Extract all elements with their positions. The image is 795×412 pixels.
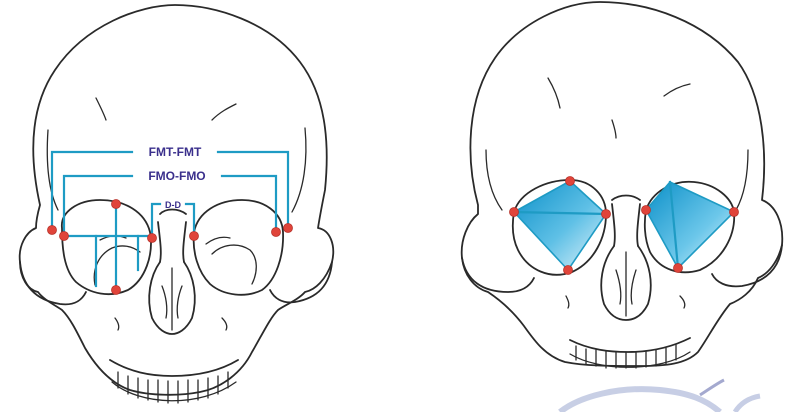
- left-skull-orbit-right-fissure: [206, 237, 230, 244]
- left-skull-infraorbital-right: [222, 318, 227, 330]
- right-skull-maxilla: [570, 338, 690, 352]
- left-skull-maxilla: [110, 360, 238, 376]
- landmark-point: [60, 232, 69, 241]
- landmark-point: [48, 226, 57, 235]
- left-skull-nasal-bones: [158, 210, 186, 263]
- landmark-point: [272, 228, 281, 237]
- landmark-point: [510, 208, 519, 217]
- orbit-height-width-lines: [62, 204, 150, 290]
- left-skull-nasal-concha-r: [177, 286, 182, 318]
- right-skull-forehead-mark-right: [664, 84, 690, 96]
- left-skull-infraorbital-left: [115, 318, 119, 330]
- landmark-point: [566, 177, 575, 186]
- right-skull-forehead-mark-left: [548, 78, 560, 108]
- label-fmt-fmt: FMT-FMT: [149, 145, 202, 159]
- landmark-point: [602, 210, 611, 219]
- right-skull-nasal-concha-r: [631, 270, 636, 304]
- left-skull-forehead-mark-left: [96, 98, 106, 120]
- watermark-fragment: [560, 380, 760, 412]
- right-skull-temporal-line-right: [736, 150, 748, 210]
- right-skull-nasal-concha-l: [616, 270, 621, 304]
- right-skull: [462, 2, 783, 368]
- landmark-point: [564, 266, 573, 275]
- label-fmo-fmo: FMO-FMO: [148, 169, 205, 183]
- landmark-point: [284, 224, 293, 233]
- right-skull-infraorbital-right: [680, 296, 685, 308]
- left-skull-orbit-left-inner: [94, 246, 140, 285]
- right-skull-infraorbital-left: [566, 296, 569, 308]
- landmark-point: [112, 200, 121, 209]
- right-skull-temporal-line-left: [486, 150, 502, 210]
- right-skull-nasal-bones: [612, 196, 640, 247]
- left-skull-landmarks: [48, 200, 293, 295]
- landmark-point: [642, 206, 651, 215]
- left-skull: FMT-FMT FMO-FMO D-D: [20, 5, 334, 403]
- landmark-point: [148, 234, 157, 243]
- fmt-fmt-bracket: [52, 152, 288, 228]
- landmark-point: [190, 232, 199, 241]
- left-skull-orbit-right: [194, 200, 283, 295]
- left-skull-orbit-right-inner: [212, 245, 256, 284]
- landmark-point: [112, 286, 121, 295]
- landmark-point: [674, 264, 683, 273]
- landmark-point: [730, 208, 739, 217]
- left-skull-temporal-line-right: [292, 128, 306, 212]
- left-skull-nasal-concha-l: [162, 286, 167, 318]
- right-skull-zygomatic-left: [462, 258, 534, 292]
- left-skull-forehead-mark-right: [212, 104, 236, 120]
- label-d-d: D-D: [165, 200, 181, 210]
- right-skull-forehead-mark-center: [612, 120, 616, 138]
- right-skull-cranium-outline: [462, 2, 783, 366]
